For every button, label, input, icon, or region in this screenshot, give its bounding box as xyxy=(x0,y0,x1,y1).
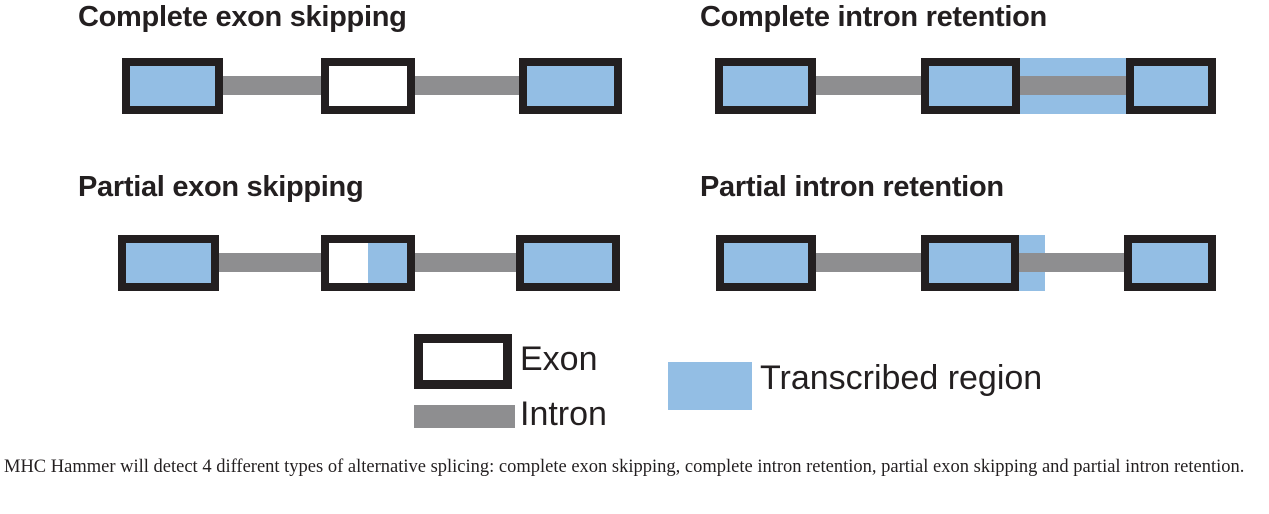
intron-segment xyxy=(405,253,523,272)
figure-caption: MHC Hammer will detect 4 different types… xyxy=(4,457,1245,477)
intron-segment xyxy=(1012,253,1128,272)
exon-box xyxy=(921,58,1020,114)
exon-box xyxy=(716,235,816,291)
panel-title-partial-intron-retention: Partial intron retention xyxy=(700,171,1004,203)
legend-swatch-transcribed-region xyxy=(668,362,752,410)
legend-label-intron: Intron xyxy=(520,395,607,433)
exon-box xyxy=(715,58,816,114)
panel-title-partial-exon-skipping: Partial exon skipping xyxy=(78,171,364,203)
panel-title-complete-intron-retention: Complete intron retention xyxy=(700,1,1047,33)
intron-segment xyxy=(210,253,332,272)
exon-transcribed-fill xyxy=(929,66,1012,106)
exon-unfilled xyxy=(329,243,368,283)
intron-segment xyxy=(213,76,331,95)
legend-label-transcribed-region: Transcribed region xyxy=(760,359,1043,397)
exon-box xyxy=(1126,58,1216,114)
exon-transcribed-fill xyxy=(1134,66,1208,106)
exon-box xyxy=(921,235,1019,291)
exon-box xyxy=(118,235,219,291)
intron-segment xyxy=(405,76,525,95)
intron-segment xyxy=(806,253,926,272)
exon-box xyxy=(1124,235,1216,291)
exon-transcribed-fill xyxy=(724,243,808,283)
legend-swatch-intron xyxy=(414,405,515,428)
exon-box xyxy=(516,235,620,291)
exon-transcribed-fill xyxy=(368,243,407,283)
exon-unfilled xyxy=(329,66,407,106)
exon-transcribed-fill xyxy=(126,243,211,283)
panel-title-complete-exon-skipping: Complete exon skipping xyxy=(78,1,407,33)
exon-box xyxy=(519,58,622,114)
exon-transcribed-fill xyxy=(524,243,612,283)
legend-swatch-exon xyxy=(414,334,512,389)
exon-transcribed-fill xyxy=(527,66,614,106)
exon-transcribed-fill xyxy=(929,243,1011,283)
exon-transcribed-fill xyxy=(130,66,215,106)
exon-box xyxy=(321,58,415,114)
exon-box xyxy=(321,235,415,291)
intron-segment xyxy=(807,76,925,95)
intron-segment xyxy=(1012,76,1130,95)
exon-transcribed-fill xyxy=(723,66,808,106)
legend-label-exon: Exon xyxy=(520,340,598,378)
exon-transcribed-fill xyxy=(1132,243,1208,283)
exon-box xyxy=(122,58,223,114)
alternative-splicing-figure: Complete exon skipping Complete intron r… xyxy=(78,1,1216,433)
